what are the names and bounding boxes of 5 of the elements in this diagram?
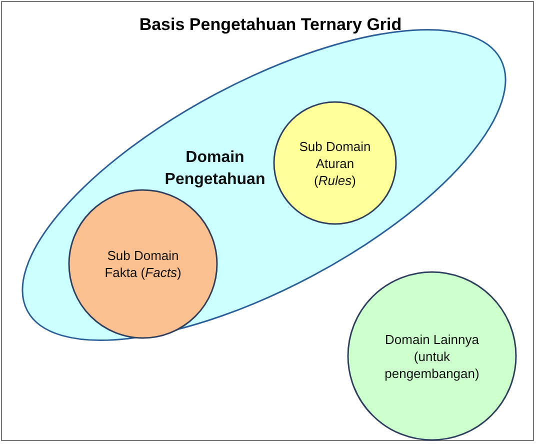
circle-label: Sub Domain Fakta (Facts) [104,247,182,281]
diagram-title: Basis Pengetahuan Ternary Grid [138,15,403,35]
circle-label: Domain Lainnya (untuk pengembangan) [384,330,480,382]
circle-label: Sub Domain Aturan (Rules) [298,138,372,188]
region-heading: Domain Pengetahuan [164,148,266,190]
